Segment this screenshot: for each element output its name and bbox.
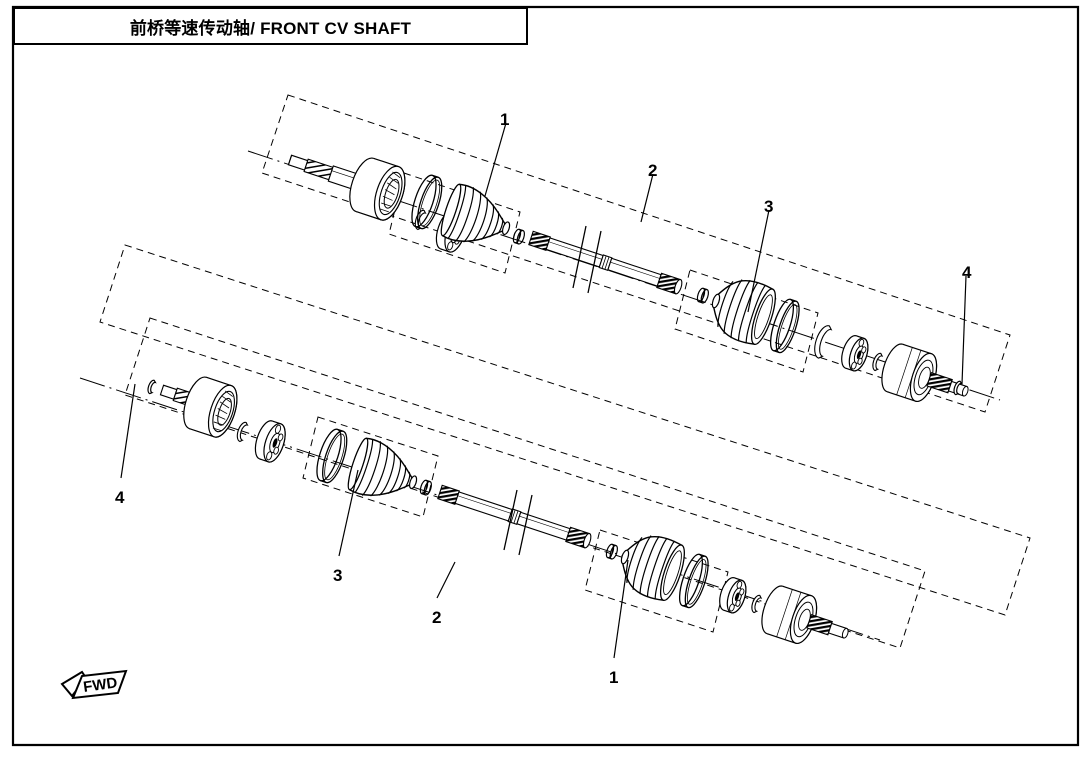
- callout-lower-3: 3: [333, 566, 343, 585]
- callout-lower-1: 1: [609, 668, 619, 687]
- lower-inner-boot-clamp-large: [678, 553, 709, 609]
- lower-assembly-bounding-box: [99, 244, 1031, 616]
- upper-shaft-break-symbol: [572, 225, 602, 294]
- lower-outer-snap-ring: [236, 421, 249, 443]
- lower-end-circlip: [147, 379, 157, 395]
- lower-outer-joint-housing: [183, 376, 238, 438]
- upper-inner-boot-clamp-small: [696, 287, 709, 304]
- upper-inner-washer: [872, 352, 884, 372]
- lower-leader-lines: [120, 383, 629, 659]
- upper-intermediate-shaft: [528, 230, 683, 295]
- lower-assembly-inner-box: [124, 317, 926, 649]
- upper-inner-ball-cage: [841, 335, 869, 372]
- lower-inner-ball-cage: [719, 577, 747, 614]
- upper-front-cv-shaft-assembly: [247, 94, 1011, 413]
- callout-upper-3: 3: [764, 197, 774, 216]
- lower-shaft-break-symbol: [503, 489, 533, 556]
- lower-outer-boot-clamp-small: [419, 479, 432, 496]
- lower-front-cv-shaft-assembly: [79, 244, 1031, 659]
- lower-outer-ball-cage: [254, 420, 286, 463]
- fwd-arrow-marker: FWD: [60, 669, 128, 700]
- upper-inner-rubber-boot: [711, 279, 776, 345]
- callout-upper-1: 1: [500, 110, 510, 129]
- upper-end-circlip: [953, 380, 963, 396]
- lower-inner-rubber-boot: [620, 535, 685, 601]
- upper-outer-boot-clamp-small: [512, 228, 525, 245]
- lower-outer-rubber-boot: [347, 437, 418, 497]
- lower-inner-boot-group-box: [584, 529, 729, 633]
- page-title: 前桥等速传动轴/ FRONT CV SHAFT: [129, 18, 412, 38]
- lower-outer-boot-clamp-large: [316, 428, 348, 484]
- upper-outer-boot-clamp-large: [411, 174, 443, 230]
- upper-assembly-bounding-box: [261, 94, 1011, 413]
- callout-upper-4: 4: [962, 263, 972, 282]
- callout-upper-2: 2: [648, 161, 658, 180]
- lower-outer-boot-group-box: [302, 416, 439, 518]
- upper-inner-boot-clamp-large: [769, 298, 800, 354]
- lower-intermediate-shaft: [437, 484, 592, 549]
- callout-lower-2: 2: [432, 608, 442, 627]
- lower-inner-boot-clamp-small: [605, 543, 618, 560]
- lower-inner-snap-ring: [751, 594, 763, 614]
- upper-outer-rubber-boot: [440, 183, 511, 243]
- outer-border: [11, 5, 1080, 747]
- callout-lower-4: 4: [115, 488, 125, 507]
- upper-inner-snap-ring: [814, 325, 833, 359]
- upper-leader-lines: [484, 122, 967, 385]
- upper-inner-joint-housing: [881, 343, 969, 403]
- lower-inner-joint-housing: [761, 585, 849, 645]
- upper-outer-joint-housing: [349, 157, 406, 221]
- fwd-label: FWD: [82, 674, 118, 696]
- diagram-title-box: 前桥等速传动轴/ FRONT CV SHAFT: [13, 7, 528, 45]
